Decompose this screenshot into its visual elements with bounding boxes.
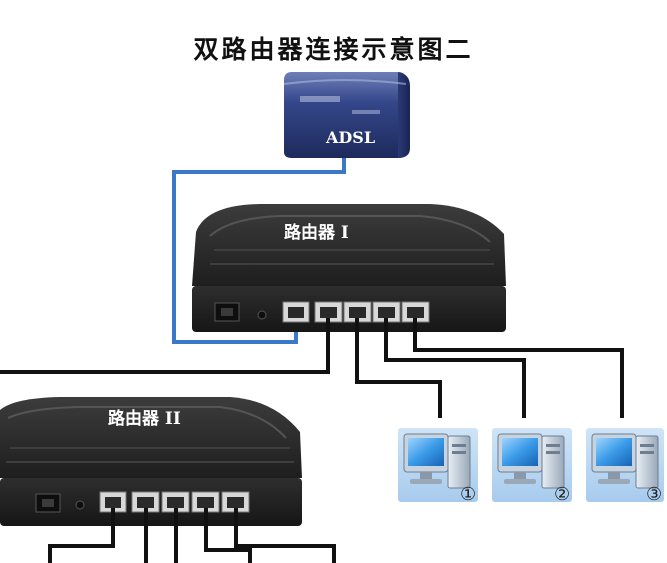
router-2-label: 路由器 II (108, 408, 181, 429)
computer-3-label: ③ (646, 484, 662, 505)
diagram-title: 双路由器连接示意图二 (193, 35, 474, 64)
computer-1-label: ① (460, 484, 476, 505)
router-2-lan-cables (48, 508, 336, 563)
modem-label: ADSL (325, 128, 375, 147)
computer-1: ① (398, 428, 478, 505)
router-1-lan-ports (314, 301, 430, 323)
router-1: 路由器 I (192, 204, 506, 332)
router-1-wan-port (282, 301, 310, 323)
adsl-modem: ADSL (283, 72, 410, 158)
computer-2-label: ② (554, 484, 570, 505)
computer-2: ② (492, 428, 572, 505)
router-2-wan-port (99, 491, 127, 513)
wan-cable (172, 158, 346, 344)
router-1-lan-cables (0, 318, 624, 418)
router-2: 路由器 II (0, 397, 302, 526)
router-1-label: 路由器 I (284, 222, 349, 243)
computer-3: ③ (586, 428, 664, 505)
